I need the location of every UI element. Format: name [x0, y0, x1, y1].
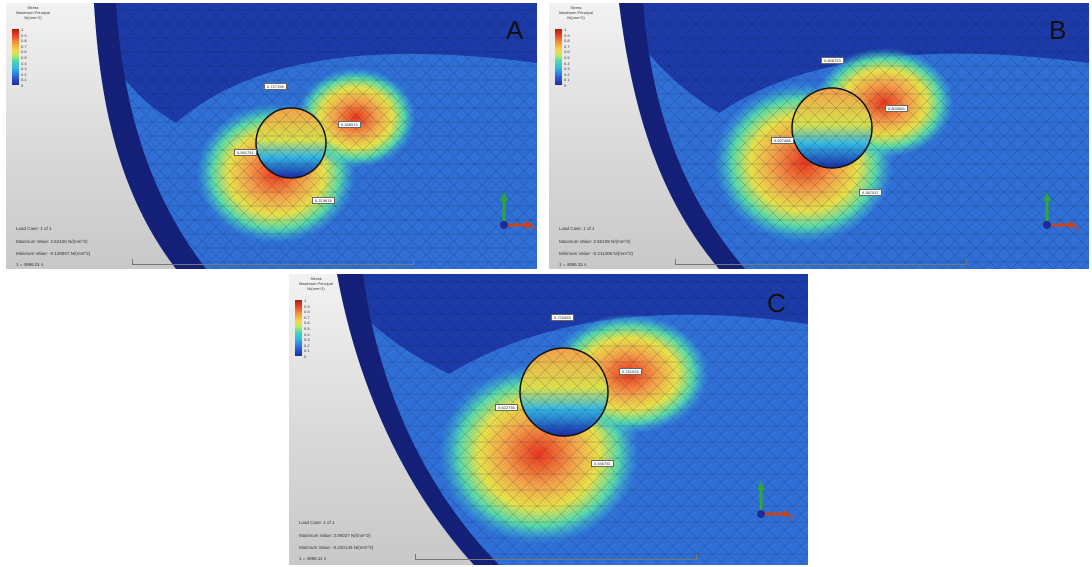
- legend-tick: 0.7: [21, 43, 27, 49]
- value-callout: 0.591751: [234, 149, 257, 156]
- stress-field-image: [337, 274, 808, 565]
- legend-tick: 0.3: [304, 337, 310, 343]
- legend-tick: 0.2: [21, 71, 27, 77]
- legend-tick: 0: [564, 82, 567, 88]
- legend-tick: 0: [304, 353, 307, 359]
- axis-y-label: Y: [758, 481, 763, 488]
- panel-a: Stress Maximum Principal N/(mm^2) 1 0.9 …: [6, 3, 537, 269]
- panel-b: Stress Maximum Principal N/(mm^2) 1 0.9 …: [549, 3, 1089, 269]
- value-callout: 0.727195: [264, 83, 287, 90]
- load-case: Load Case: 1 of 1: [299, 520, 335, 525]
- scale-bar: [675, 259, 967, 265]
- legend-tick: 0: [21, 82, 24, 88]
- legend-tick: 0.5: [564, 54, 570, 60]
- legend-tick: 0.6: [21, 49, 27, 55]
- legend-tick: 1: [21, 27, 24, 32]
- legend-tick: 0.2: [304, 342, 310, 348]
- scale-bar: [132, 259, 414, 265]
- legend-ticks: 1 0.9 0.8 0.7 0.6 0.5 0.4 0.3 0.2 0.1 0: [304, 298, 310, 360]
- legend-title-2: Maximum Principal: [299, 281, 333, 286]
- legend-tick: 0.7: [564, 43, 570, 49]
- time-value: 1 = 4896.15 s: [559, 262, 587, 267]
- value-callout: 0.802664: [885, 105, 908, 112]
- value-callout: 0.761024: [619, 368, 642, 375]
- stress-legend: Stress Maximum Principal N/(mm^2) 1 0.9 …: [553, 5, 599, 88]
- scale-bar: [415, 554, 697, 560]
- legend-tick: 1: [304, 298, 307, 303]
- legend-color-bar: [12, 29, 19, 85]
- load-case: Load Case: 1 of 1: [559, 226, 595, 231]
- legend-tick: 0.8: [564, 38, 570, 44]
- legend-color-bar: [555, 29, 562, 85]
- legend-tick: 0.3: [21, 66, 27, 72]
- legend-title-1: Stress: [310, 276, 322, 281]
- legend-tick: 0.6: [304, 320, 310, 326]
- legend-tick: 0.3: [564, 66, 570, 72]
- legend-title-2: Maximum Principal: [559, 10, 593, 15]
- legend-tick: 0.8: [21, 38, 27, 44]
- value-callout: 0.622736: [495, 404, 518, 411]
- legend-title-3: N/(mm^2): [567, 15, 585, 20]
- panel-letter: A: [506, 15, 524, 45]
- legend-color-bar: [295, 300, 302, 356]
- legend-tick: 0.7: [304, 314, 310, 320]
- stress-field-image: [619, 3, 1089, 269]
- minimum-value: Minimum Value: -0.220145 N/(mm^2): [299, 545, 374, 550]
- legend-tick: 1: [564, 27, 567, 32]
- value-callout: 0.346574: [338, 121, 361, 128]
- legend-tick: 0.9: [304, 303, 310, 309]
- legend-title-1: Stress: [570, 5, 582, 10]
- legend-title-3: N/(mm^2): [307, 286, 325, 291]
- legend-tick: 0.1: [304, 348, 310, 354]
- time-value: 1 = 4896.11 s: [299, 556, 327, 561]
- panel-letter: B: [1049, 15, 1067, 45]
- panel-c: Stress Maximum Principal N/(mm^2) 1 0.9 …: [289, 274, 808, 565]
- minimum-value: Minimum Value: -0.211306 N/(mm^2): [559, 251, 633, 256]
- value-callout: 0.627488: [771, 137, 794, 144]
- axis-x-label: X: [1075, 226, 1080, 233]
- legend-tick: 0.8: [304, 309, 310, 315]
- load-case: Load Case: 1 of 1: [16, 226, 52, 231]
- value-callout: 0.367037: [859, 189, 882, 196]
- legend-tick: 0.5: [21, 54, 27, 60]
- value-callout: 0.446751: [591, 460, 614, 467]
- legend-tick: 0.6: [564, 49, 570, 55]
- legend-tick: 0.9: [564, 32, 570, 38]
- minimum-value: Minimum Value: -0.128907 N/(mm^2): [16, 251, 91, 256]
- legend-tick: 0.9: [21, 32, 27, 38]
- legend-ticks: 1 0.9 0.8 0.7 0.6 0.5 0.4 0.3 0.2 0.1 0: [21, 27, 27, 89]
- maximum-value: Maximum Value: 2.56109 N/(mm^2): [559, 239, 631, 244]
- value-callout: 0.723493: [551, 314, 574, 321]
- panel-letter: C: [767, 288, 786, 318]
- maximum-value: Maximum Value: 3.06027 N/(mm^2): [299, 533, 371, 538]
- stress-legend: Stress Maximum Principal N/(mm^2) 1 0.9 …: [10, 5, 56, 88]
- legend-title-1: Stress: [27, 5, 39, 10]
- legend-tick: 0.5: [304, 325, 310, 331]
- axis-x-label: X: [532, 226, 537, 233]
- axis-y-label: Y: [501, 192, 506, 199]
- legend-tick: 0.4: [564, 60, 570, 66]
- axis-y-label: Y: [1044, 192, 1049, 199]
- maximum-value: Maximum Value: 2.62426 N/(mm^2): [16, 239, 88, 244]
- legend-tick: 0.2: [564, 71, 570, 77]
- legend-ticks: 1 0.9 0.8 0.7 0.6 0.5 0.4 0.3 0.2 0.1 0: [564, 27, 570, 89]
- stress-legend: Stress Maximum Principal N/(mm^2) 1 0.9 …: [293, 276, 339, 359]
- stress-field-image: [94, 3, 537, 269]
- legend-title-2: Maximum Principal: [16, 10, 50, 15]
- legend-tick: 0.1: [564, 77, 570, 83]
- axis-x-label: X: [789, 515, 794, 522]
- value-callout: 0.374676: [312, 197, 335, 204]
- legend-tick: 0.4: [304, 331, 310, 337]
- time-value: 1 = 4896.01 s: [16, 262, 44, 267]
- xyz-axis-triad-icon: Y X: [1043, 192, 1080, 233]
- legend-title-3: N/(mm^2): [24, 15, 42, 20]
- value-callout: 0.506723: [821, 57, 844, 64]
- legend-tick: 0.4: [21, 60, 27, 66]
- legend-tick: 0.1: [21, 77, 27, 83]
- xyz-axis-triad-icon: Y X: [757, 481, 794, 522]
- xyz-axis-triad-icon: Y X: [500, 192, 537, 233]
